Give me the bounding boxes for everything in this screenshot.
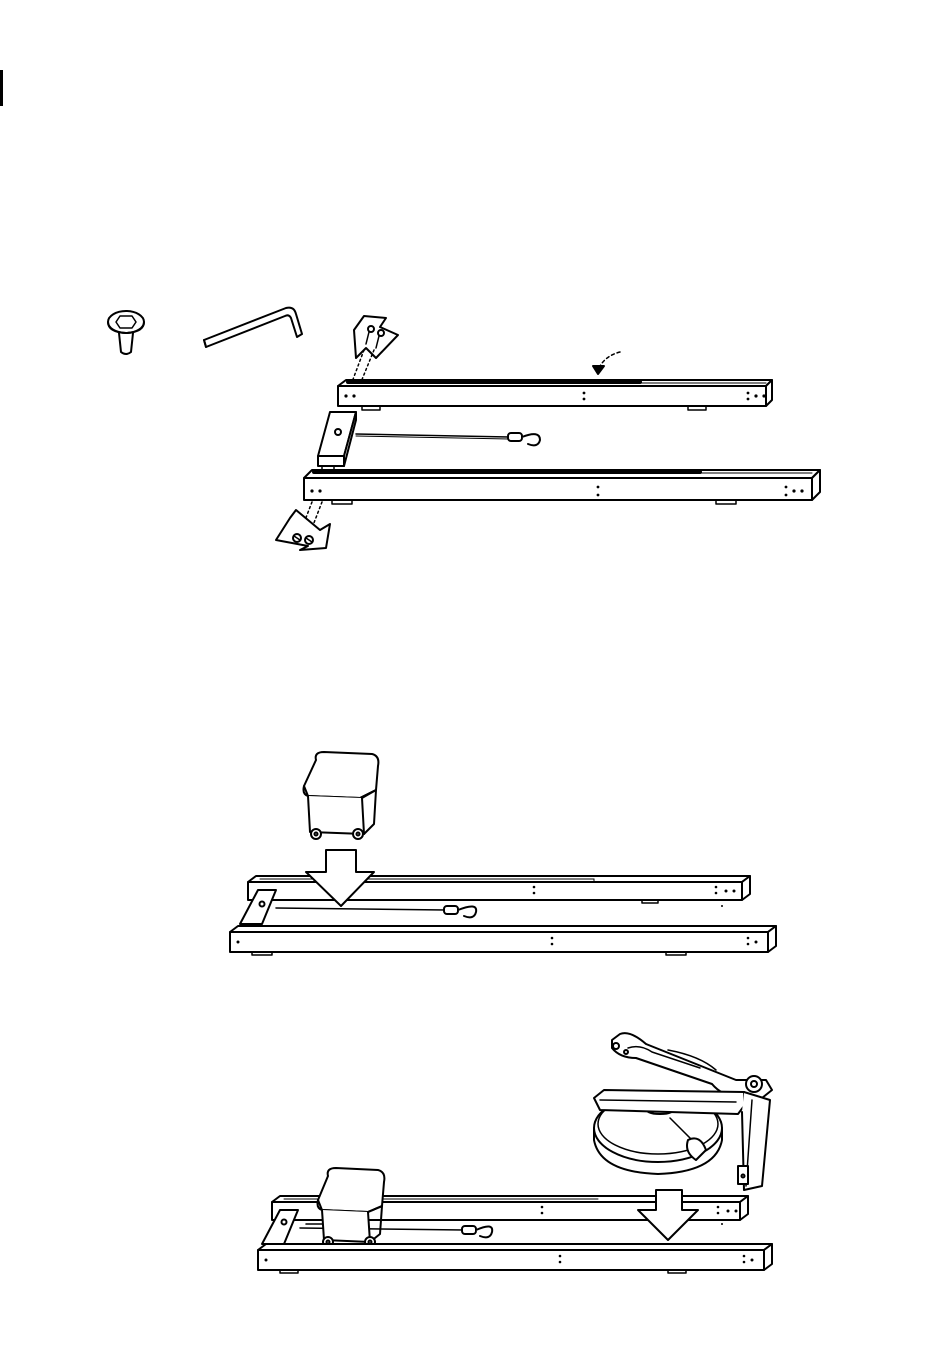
rail-top — [338, 380, 772, 410]
seat-cord — [356, 433, 540, 445]
step-3-attach-tank — [258, 1033, 772, 1273]
rail-bottom — [258, 1244, 772, 1273]
front-crossbar — [262, 1210, 298, 1244]
bolt-callout-top — [352, 316, 398, 382]
hex-key-icon — [204, 308, 302, 347]
step-2-place-seat — [230, 752, 776, 955]
seat-carriage — [306, 1168, 384, 1247]
seat-cord — [276, 906, 476, 917]
front-crossbar — [240, 890, 276, 924]
seat-carriage — [304, 752, 379, 839]
rail-bottom — [230, 926, 776, 955]
tank-frame — [594, 1033, 772, 1190]
step-1-rails-and-front-piece — [108, 308, 820, 550]
bolt-icon — [108, 311, 144, 354]
bolt-callout-bottom — [276, 502, 330, 550]
front-crossbar — [318, 412, 356, 470]
rail-arrow — [593, 352, 620, 374]
rail-bottom — [304, 470, 820, 504]
